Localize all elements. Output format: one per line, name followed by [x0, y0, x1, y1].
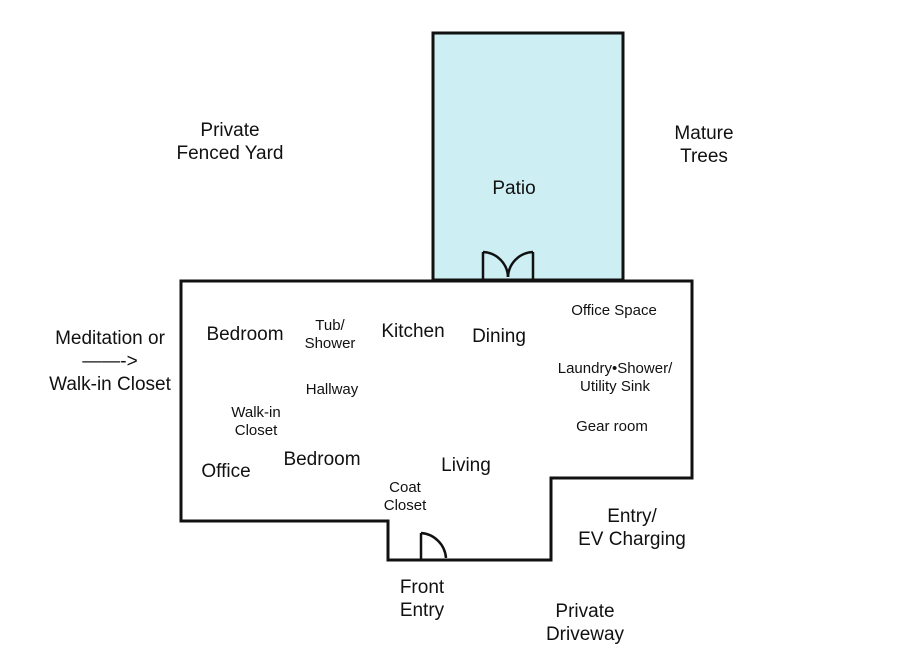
- room-laundry-shower-utility-sink: Laundry•Shower/ Utility Sink: [557, 360, 673, 395]
- label-mature-trees: Mature Trees: [674, 123, 734, 167]
- room-walk-in-closet: Walk-in Closet: [231, 404, 281, 439]
- room-office: Office: [201, 461, 251, 482]
- label-private-driveway: Private Driveway: [545, 601, 625, 645]
- room-gear-room: Gear room: [576, 418, 648, 435]
- room-living: Living: [441, 455, 491, 476]
- door-icon: [419, 531, 448, 560]
- room-tub-shower: Tub/ Shower: [304, 317, 356, 352]
- room-bedroom-south: Bedroom: [283, 449, 361, 470]
- label-entry-ev-charging: Entry/ EV Charging: [578, 506, 686, 550]
- room-dining: Dining: [472, 326, 526, 347]
- room-office-space: Office Space: [571, 302, 657, 319]
- label-meditation: Meditation or ——-> Walk-in Closet: [49, 328, 171, 395]
- room-coat-closet: Coat Closet: [383, 479, 427, 514]
- double-door-icon: [481, 250, 535, 281]
- label-front-entry: Front Entry: [399, 577, 445, 621]
- room-bedroom-north: Bedroom: [206, 324, 284, 345]
- patio-area: [431, 31, 625, 282]
- room-patio: Patio: [492, 178, 536, 199]
- room-kitchen: Kitchen: [381, 321, 445, 342]
- label-private-fenced-yard: Private Fenced Yard: [176, 120, 284, 164]
- room-hallway: Hallway: [305, 381, 359, 398]
- house-outline: [179, 279, 694, 562]
